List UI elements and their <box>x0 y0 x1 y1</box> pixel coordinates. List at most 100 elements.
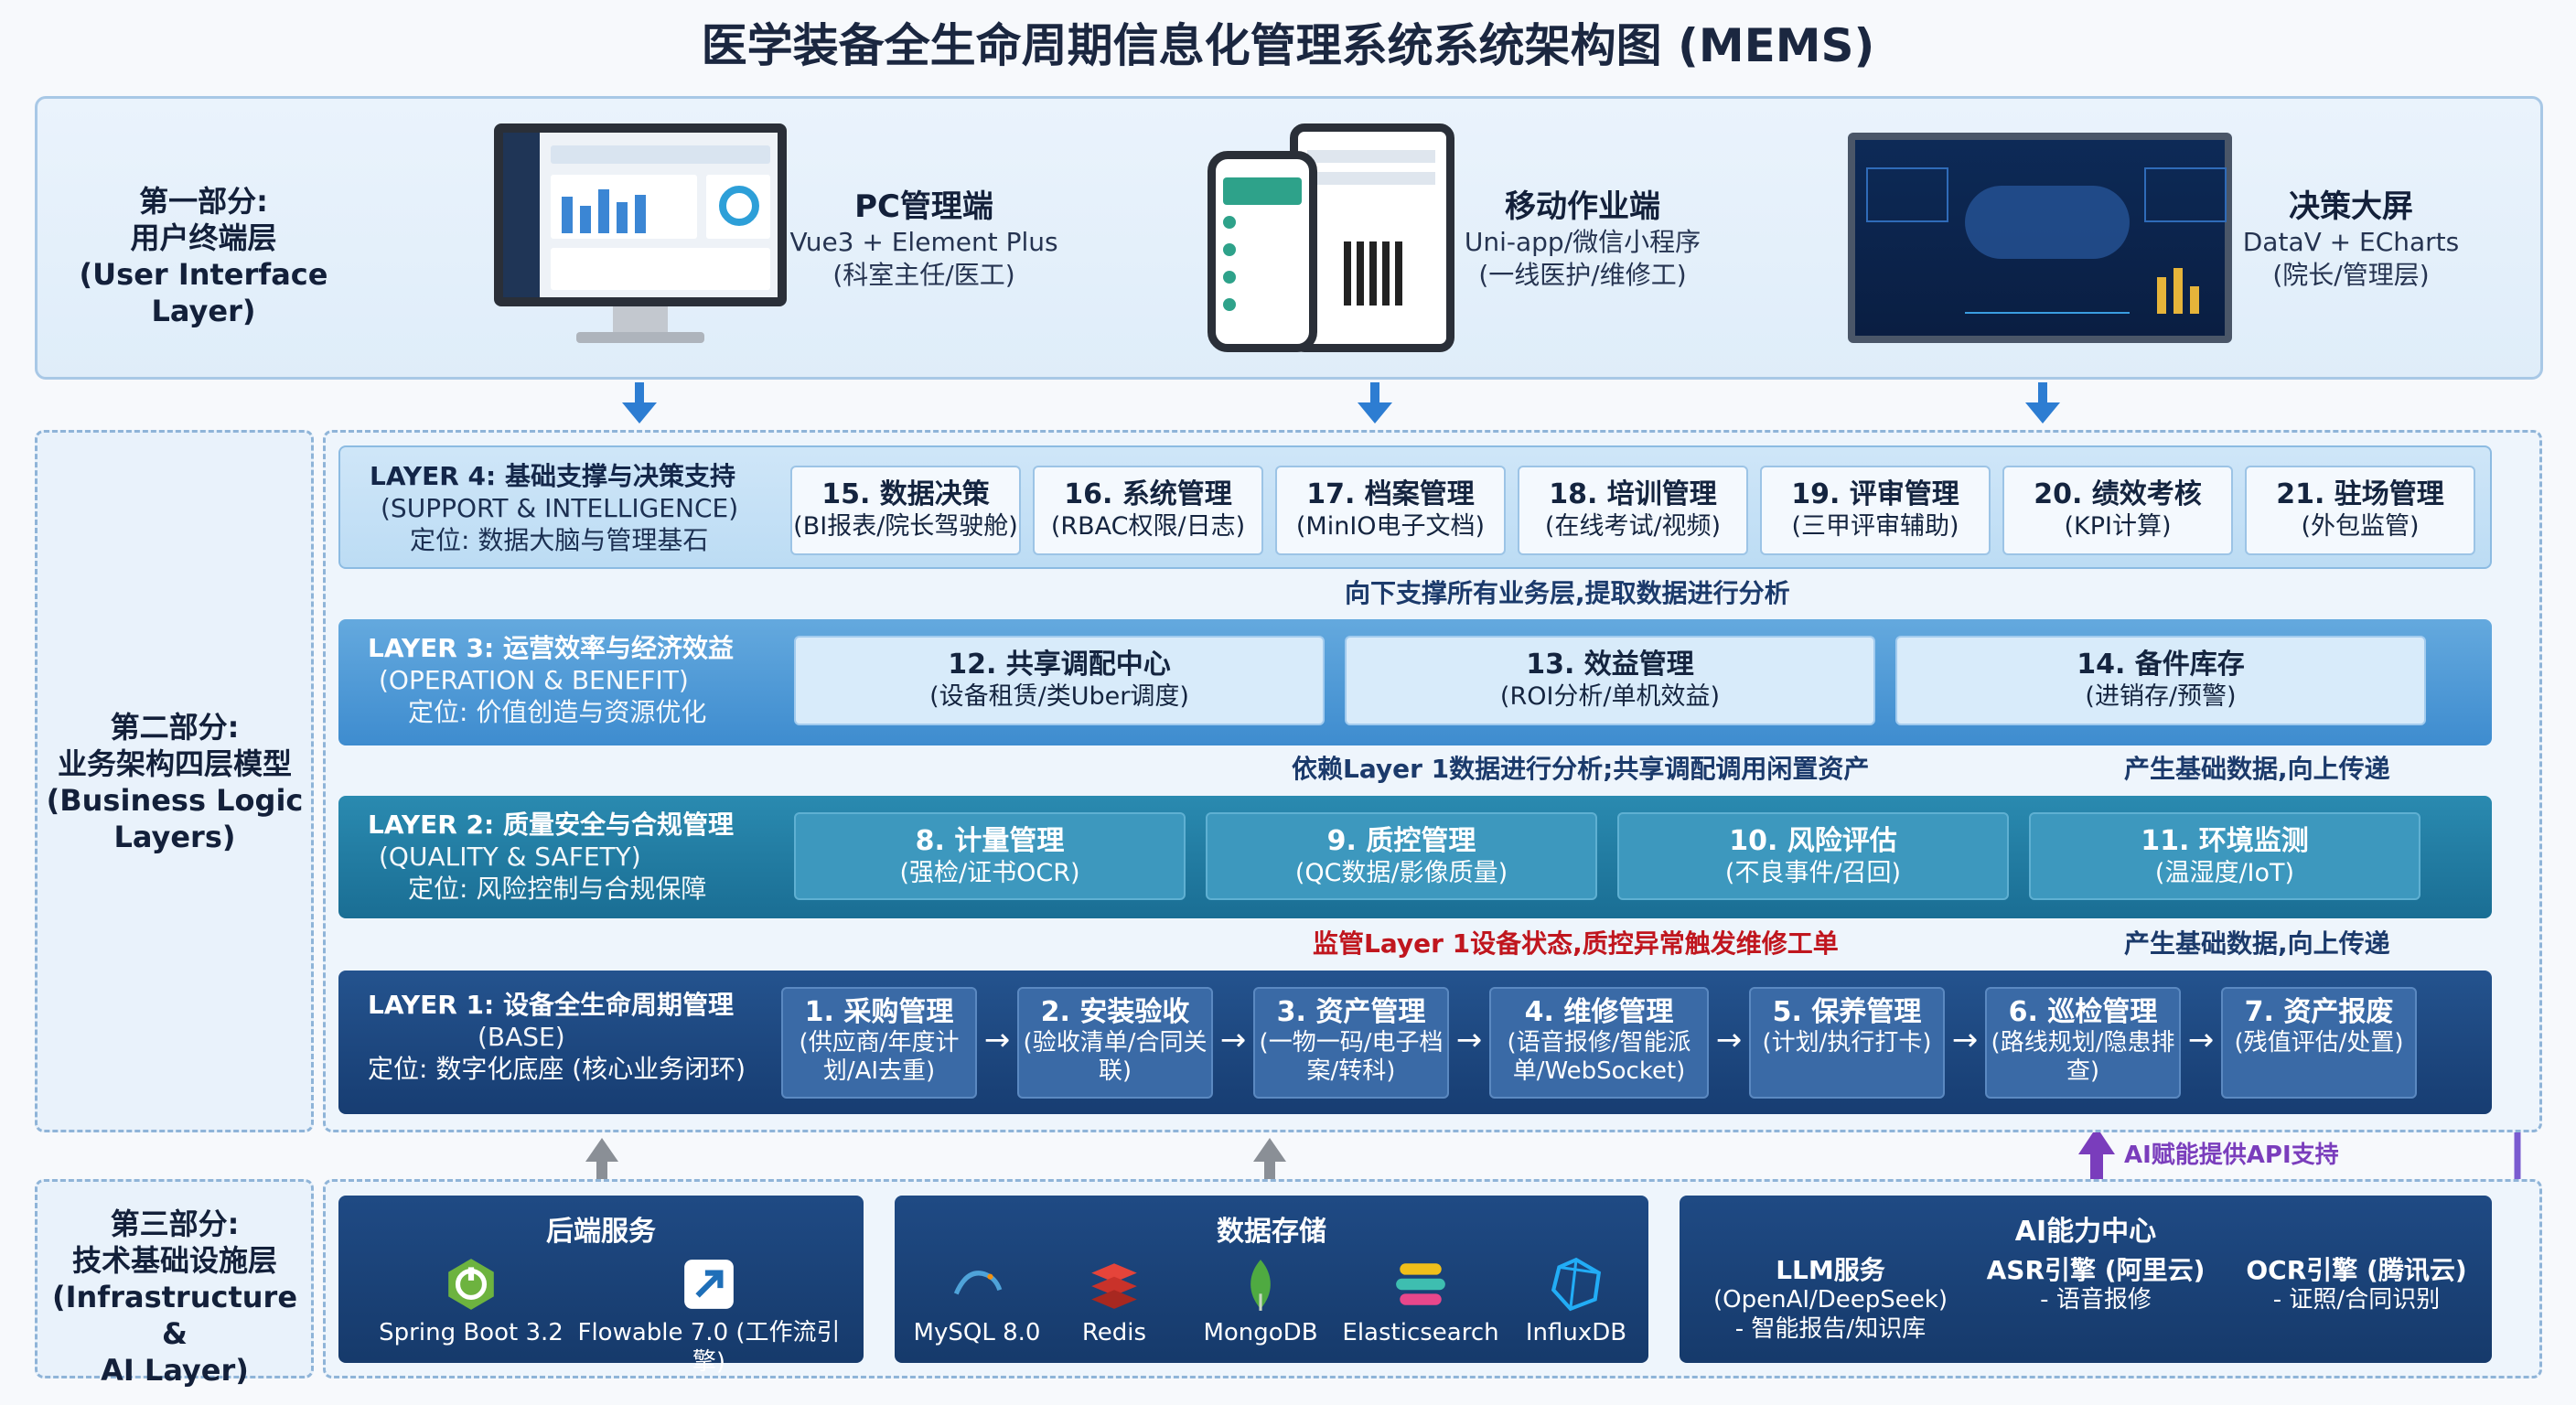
module-9[interactable]: 9. 质控管理(QC数据/影像质量) <box>1206 812 1597 900</box>
backend-services-box: 后端服务 Spring Boot 3.2 Flowable 7.0 (工作流引擎… <box>338 1196 864 1376</box>
l2-to-l3-right-caption: 产生基础数据,向上传递 <box>2124 754 2390 784</box>
backend-item[interactable]: Spring Boot 3.2 <box>375 1256 567 1347</box>
mysql-icon <box>953 1271 1003 1295</box>
part1-label-line: 用户终端层 <box>130 220 277 255</box>
l1-to-l2-caption: 监管Layer 1设备状态,质控异常触发维修工单 <box>1313 928 1839 959</box>
mobile-client: 移动作业端 Uni-app/微信小程序 (一线医护/维修工) <box>1464 188 1701 292</box>
module-5[interactable]: 5. 保养管理(计划/执行打卡) <box>1749 987 1945 1099</box>
pc-client-users: (科室主任/医工) <box>832 260 1015 290</box>
storage-item[interactable]: Redis <box>1050 1256 1178 1347</box>
module-sub: (不良事件/召回) <box>1724 859 1902 887</box>
module-sub: (外包监管) <box>2301 512 2420 541</box>
part3-label-line: AI Layer) <box>101 1353 249 1388</box>
module-title: 7. 资产报废 <box>2244 996 2394 1028</box>
module-19[interactable]: 19. 评审管理(三甲评审辅助) <box>1760 466 1991 555</box>
module-title: 4. 维修管理 <box>1524 996 1674 1028</box>
storage-item[interactable]: Elasticsearch <box>1334 1256 1508 1347</box>
backend-item[interactable]: Flowable 7.0 (工作流引擎) <box>567 1256 851 1377</box>
module-title: 16. 系统管理 <box>1064 478 1232 510</box>
dashboard-client-name: 决策大屏 <box>2289 188 2413 225</box>
module-11[interactable]: 11. 环境监测(温湿度/IoT) <box>2029 812 2420 900</box>
module-10[interactable]: 10. 风险评估(不良事件/召回) <box>1617 812 2009 900</box>
ai-item-line: - 智能报告/知识库 <box>1734 1315 1927 1343</box>
backend-title: 后端服务 <box>546 1216 656 1248</box>
arrow-right-icon: → <box>1219 1022 1247 1058</box>
module-title: 17. 档案管理 <box>1306 478 1475 510</box>
ai-item-llm[interactable]: LLM服务 (OpenAI/DeepSeek) - 智能报告/知识库 <box>1698 1256 1963 1344</box>
spring-boot-icon <box>448 1259 494 1310</box>
arrow-right-icon: → <box>1715 1022 1743 1058</box>
module-title: 8. 计量管理 <box>915 825 1065 857</box>
module-17[interactable]: 17. 档案管理(MinIO电子文档) <box>1275 466 1506 555</box>
module-16[interactable]: 16. 系统管理(RBAC权限/日志) <box>1033 466 1263 555</box>
module-15[interactable]: 15. 数据决策(BI报表/院长驾驶舱) <box>790 466 1021 555</box>
arrow-right-icon: → <box>983 1022 1011 1058</box>
arrow-right-icon: → <box>1455 1022 1483 1058</box>
layer-3-header: LAYER 3: 运营效率与经济效益 (OPERATION & BENEFIT)… <box>368 632 770 728</box>
layer-1-title: LAYER 1: 设备全生命周期管理 <box>368 990 734 1020</box>
module-title: 18. 培训管理 <box>1549 478 1717 510</box>
module-8[interactable]: 8. 计量管理(强检/证书OCR) <box>794 812 1186 900</box>
infrastructure-label-panel <box>35 1179 314 1378</box>
mobile-client-users: (一线医护/维修工) <box>1478 260 1687 290</box>
module-title: 10. 风险评估 <box>1729 825 1897 857</box>
layer-3: LAYER 3: 运营效率与经济效益 (OPERATION & BENEFIT)… <box>338 619 2492 745</box>
module-sub: (ROI分析/单机效益) <box>1499 682 1721 711</box>
module-6[interactable]: 6. 巡检管理(路线规划/隐患排查) <box>1985 987 2181 1099</box>
module-title: 14. 备件库存 <box>2077 649 2245 681</box>
module-title: 20. 绩效考核 <box>2034 478 2202 510</box>
ai-title: AI能力中心 <box>2014 1216 2157 1248</box>
layer-4: LAYER 4: 基础支撑与决策支持 (SUPPORT & INTELLIGEN… <box>338 445 2492 569</box>
module-20[interactable]: 20. 绩效考核(KPI计算) <box>2002 466 2233 555</box>
part2-label-line: 业务架构四层模型 <box>57 746 292 781</box>
ai-item-asr[interactable]: ASR引擎 (阿里云) - 语音报修 <box>1972 1256 2219 1314</box>
module-title: 2. 安装验收 <box>1040 996 1190 1028</box>
part2-label: 第二部分: 业务架构四层模型 (Business Logic Layers) <box>46 709 304 855</box>
module-sub: (温湿度/IoT) <box>2154 859 2295 887</box>
dashboard-screen-icon <box>1848 133 2232 343</box>
layer-1: LAYER 1: 设备全生命周期管理 (BASE) 定位: 数字化底座 (核心业… <box>338 971 2492 1114</box>
layer-2: LAYER 2: 质量安全与合规管理 (QUALITY & SAFETY) 定位… <box>338 796 2492 918</box>
module-12[interactable]: 12. 共享调配中心(设备租赁/类Uber调度) <box>794 636 1325 725</box>
part3-label-line: (Infrastructure & <box>51 1280 298 1351</box>
storage-item-label: Elasticsearch <box>1342 1319 1499 1346</box>
module-18[interactable]: 18. 培训管理(在线考试/视频) <box>1518 466 1748 555</box>
part1-label-line: 第一部分: <box>139 184 268 219</box>
layer-2-position: 定位: 风险控制与合规保障 <box>408 874 707 904</box>
ai-item-line: - 证照/合同识别 <box>2272 1286 2441 1314</box>
mobile-device-icon <box>1208 123 1459 357</box>
l2-to-l3-caption: 依赖Layer 1数据进行分析;共享调配调用闲置资产 <box>1292 754 1870 784</box>
down-arrow-dashboard <box>2025 382 2060 424</box>
module-4[interactable]: 4. 维修管理(语音报修/智能派单/WebSocket) <box>1489 987 1709 1099</box>
layer-2-en: (QUALITY & SAFETY) <box>379 842 641 872</box>
storage-item[interactable]: MySQL 8.0 <box>904 1256 1050 1347</box>
module-title: 11. 环境监测 <box>2141 825 2309 857</box>
elasticsearch-icon <box>1396 1263 1445 1305</box>
module-sub: (BI报表/院长驾驶舱) <box>793 512 1018 541</box>
module-sub: (进销存/预警) <box>2085 682 2237 711</box>
storage-item-label: MongoDB <box>1203 1319 1318 1346</box>
module-sub: (MinIO电子文档) <box>1295 512 1486 541</box>
flowable-icon <box>684 1260 734 1309</box>
dashboard-client-users: (院长/管理层) <box>2272 260 2430 290</box>
module-2[interactable]: 2. 安装验收(验收清单/合同关联) <box>1017 987 1213 1099</box>
module-3[interactable]: 3. 资产管理(一物一码/电子档案/转科) <box>1253 987 1449 1099</box>
module-1[interactable]: 1. 采购管理(供应商/年度计划/AI去重) <box>781 987 977 1099</box>
module-21[interactable]: 21. 驻场管理(外包监管) <box>2245 466 2475 555</box>
storage-item[interactable]: MongoDB <box>1187 1256 1334 1347</box>
module-sub: (RBAC权限/日志) <box>1050 512 1246 541</box>
ai-item-line: - 语音报修 <box>2040 1286 2152 1314</box>
page-title: 医学装备全生命周期信息化管理系统系统架构图 (MEMS) <box>701 19 1875 72</box>
module-sub: (设备租赁/类Uber调度) <box>929 682 1189 711</box>
module-13[interactable]: 13. 效益管理(ROI分析/单机效益) <box>1345 636 1875 725</box>
module-sub: (在线考试/视频) <box>1544 512 1722 541</box>
dashboard-client-tech: DataV + ECharts <box>2242 227 2460 257</box>
ai-item-ocr[interactable]: OCR引擎 (腾讯云) - 证照/合同识别 <box>2228 1256 2485 1314</box>
storage-item[interactable]: InfluxDB <box>1508 1256 1645 1347</box>
module-7[interactable]: 7. 资产报废(残值评估/处置) <box>2221 987 2417 1099</box>
module-title: 19. 评审管理 <box>1791 478 1959 510</box>
mobile-client-tech: Uni-app/微信小程序 <box>1464 227 1701 257</box>
ai-center-box: AI能力中心 LLM服务 (OpenAI/DeepSeek) - 智能报告/知识… <box>1680 1196 2492 1363</box>
module-14[interactable]: 14. 备件库存(进销存/预警) <box>1895 636 2426 725</box>
module-sub: (供应商/年度计划/AI去重) <box>799 1029 960 1085</box>
